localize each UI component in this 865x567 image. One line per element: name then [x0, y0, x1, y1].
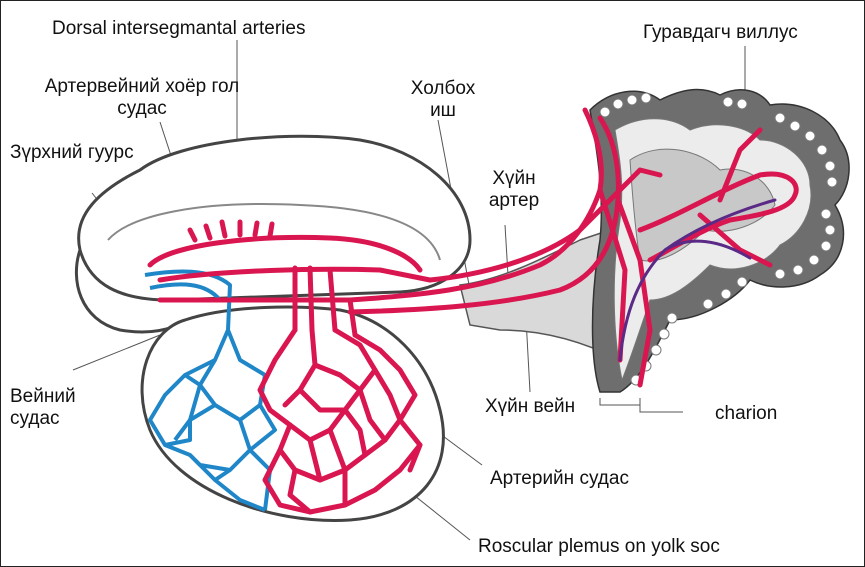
label-tertiary-villus: Гуравдагч виллус	[643, 22, 798, 44]
label-umbilical-artery: Хүйн артер	[474, 168, 554, 212]
label-chorion: charion	[715, 403, 777, 425]
label-umbilical-vein: Хүйн вейн	[485, 396, 575, 418]
label-connecting-stalk: Холбох иш	[398, 78, 488, 122]
label-yolk-plexus: Roscular plemus on yolk soc	[478, 536, 720, 558]
label-aortic-arches: Артервейний хоёр гол судас	[22, 76, 262, 120]
label-heart-tube: Зүрхний гуурс	[10, 142, 135, 164]
label-vitelline-vein: Вейний судас	[10, 386, 100, 430]
label-dorsal-arteries: Dorsal intersegmantal arteries	[52, 18, 305, 40]
label-arterial-vessels: Артерийн судас	[490, 468, 629, 490]
